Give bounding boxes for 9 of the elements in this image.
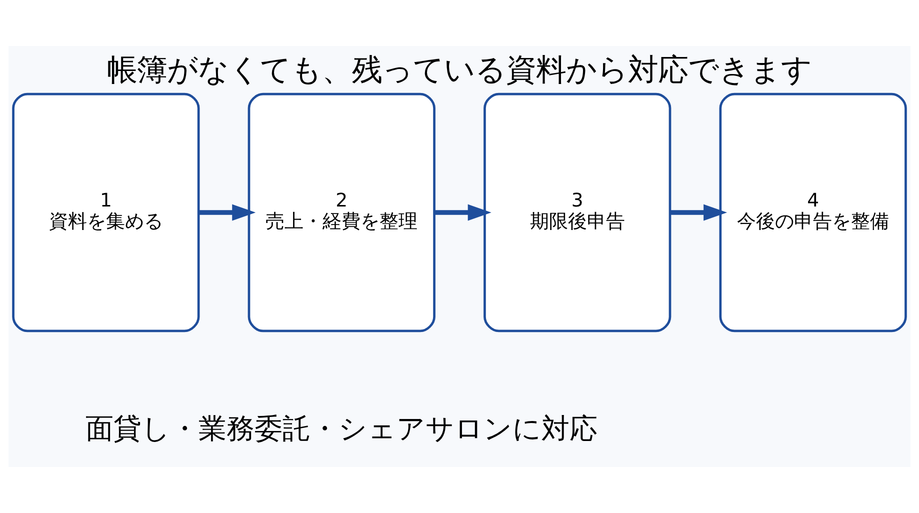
node-box: 1 資料を集める — [12, 92, 200, 332]
arrow — [670, 204, 728, 221]
arrow — [198, 204, 256, 221]
node-box: 3 期限後申告 — [484, 92, 672, 332]
arrow — [434, 204, 492, 221]
caption: 面貸し・業務委託・シェアサロンに対応 — [86, 412, 598, 445]
node-box: 2 売上・経費を整理 — [248, 92, 436, 332]
node-box: 4 今後の申告を整備 — [719, 92, 907, 332]
diagram-title: 帳簿がなくても、残っている資料から対応できます — [107, 52, 812, 88]
